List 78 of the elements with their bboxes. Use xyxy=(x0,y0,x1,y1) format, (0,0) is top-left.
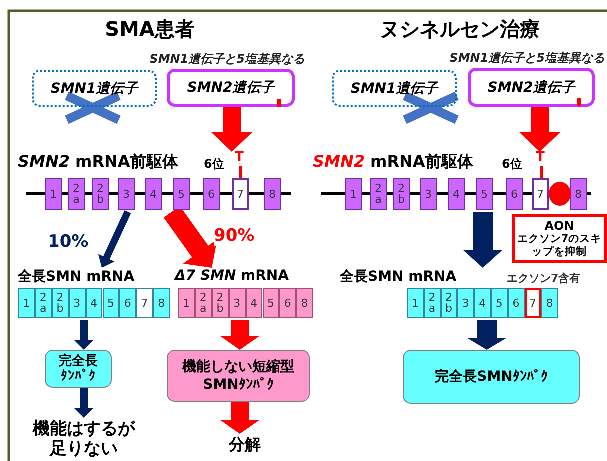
outcome-text: 機能はするが足りない xyxy=(26,418,142,460)
arrow xyxy=(74,320,94,350)
exon-cell: 2 b xyxy=(393,178,410,210)
exon-cell: 1 xyxy=(407,288,424,318)
strip-title: 全長SMN mRNA xyxy=(18,268,135,286)
exon-cell: 5 xyxy=(173,178,190,210)
side-note: SMN1遺伝子と5塩基異なる xyxy=(450,50,605,67)
exon-cell: 2 a xyxy=(68,178,85,210)
exon-cell: 3 xyxy=(118,178,135,210)
arrow xyxy=(519,107,561,152)
position-label: 6位 xyxy=(204,157,224,171)
exon-cell: 3 xyxy=(457,288,474,318)
side-note: エクソン7含有 xyxy=(507,272,581,285)
exon-cell: 1 xyxy=(178,288,195,318)
protein-box: 機能しない短縮型SMNﾀﾝﾊﾟｸ xyxy=(167,350,310,402)
base-label: T xyxy=(235,150,244,165)
exon-cell: 3 xyxy=(68,288,86,318)
arrow xyxy=(220,402,260,434)
exon-cell: 5 xyxy=(102,288,120,318)
exon-cell: 2 b xyxy=(440,288,458,318)
exon-cell: 8 xyxy=(264,178,281,210)
panel-title: SMA患者 xyxy=(104,16,196,43)
panel-title: ヌシネルセン治療 xyxy=(379,16,541,43)
arrow xyxy=(74,388,94,418)
exon-cell: 6 xyxy=(203,178,220,210)
exon-cell: 7 xyxy=(136,288,154,318)
exon-cell: 2 a xyxy=(424,288,441,318)
exon-cell: 1 xyxy=(45,178,62,210)
exon-cell: 5 xyxy=(476,178,493,210)
exon-cell: 2 b xyxy=(92,178,109,210)
exon-cell: 3 xyxy=(228,288,246,318)
exon-cell: 8 xyxy=(541,288,558,318)
exon-cell: 7 xyxy=(524,288,542,318)
exon-cell: 4 xyxy=(86,288,102,318)
exon-cell: 7 xyxy=(532,178,549,210)
arrow xyxy=(220,320,260,350)
strip-title: SMN2 mRNA前駆体 xyxy=(313,152,474,173)
exon-cell: 7 xyxy=(232,178,249,210)
gene-box: SMN1遺伝子 xyxy=(32,70,157,107)
arrow xyxy=(211,107,253,152)
exon-cell: 2 b xyxy=(212,288,229,318)
arrow xyxy=(467,320,507,350)
annotation-box: AON エクソン7のスキップを抑制 xyxy=(512,214,607,263)
base-label: T xyxy=(536,150,545,165)
strip-title: Δ7 SMN mRNA xyxy=(175,268,289,284)
exon-cell: 6 xyxy=(506,178,523,210)
exon-cell: 3 xyxy=(420,178,437,210)
exon-cell: 2 a xyxy=(194,288,212,318)
exon-cell: 1 xyxy=(345,178,362,210)
exon-cell: 1 xyxy=(18,288,35,318)
arrow xyxy=(98,210,132,268)
gene-box: SMN2遺伝子 xyxy=(167,69,295,107)
exon-cell: 4 xyxy=(474,288,491,318)
exon-cell: 5 xyxy=(491,288,508,318)
arrow xyxy=(463,212,503,268)
side-note: SMN1遺伝子と5塩基異なる xyxy=(150,51,305,68)
edge-label: 90% xyxy=(214,226,255,246)
exon-cell: 5 xyxy=(262,288,280,318)
exon-cell: 2 b xyxy=(52,288,69,318)
exon-cell: 8 xyxy=(296,288,314,318)
exon-cell: 4 xyxy=(448,178,465,210)
exon-cell: 2 a xyxy=(34,288,52,318)
gene-box: SMN1遺伝子 xyxy=(332,70,457,107)
exon-cell: 6 xyxy=(119,288,136,318)
exon-cell: 4 xyxy=(145,178,162,210)
exon-cell: 6 xyxy=(508,288,525,318)
strip-title: SMN2 mRNA前駆体 xyxy=(18,152,178,173)
protein-box: 完全長ﾀﾝﾊﾟｸ xyxy=(45,350,112,388)
exon-cell: 8 xyxy=(153,288,170,318)
gene-box: SMN2遺伝子 xyxy=(468,68,595,107)
exon-cell: 6 xyxy=(279,288,296,318)
exon-cell: 4 xyxy=(246,288,262,318)
outcome-text: 分解 xyxy=(222,434,268,456)
position-label: 6位 xyxy=(502,157,522,171)
protein-box: 完全長SMNﾀﾝﾊﾟｸ xyxy=(403,350,580,404)
exon-cell: 2 a xyxy=(370,178,387,210)
exon-cell: 8 xyxy=(570,178,587,210)
strip-title: 全長SMN mRNA xyxy=(340,268,457,286)
